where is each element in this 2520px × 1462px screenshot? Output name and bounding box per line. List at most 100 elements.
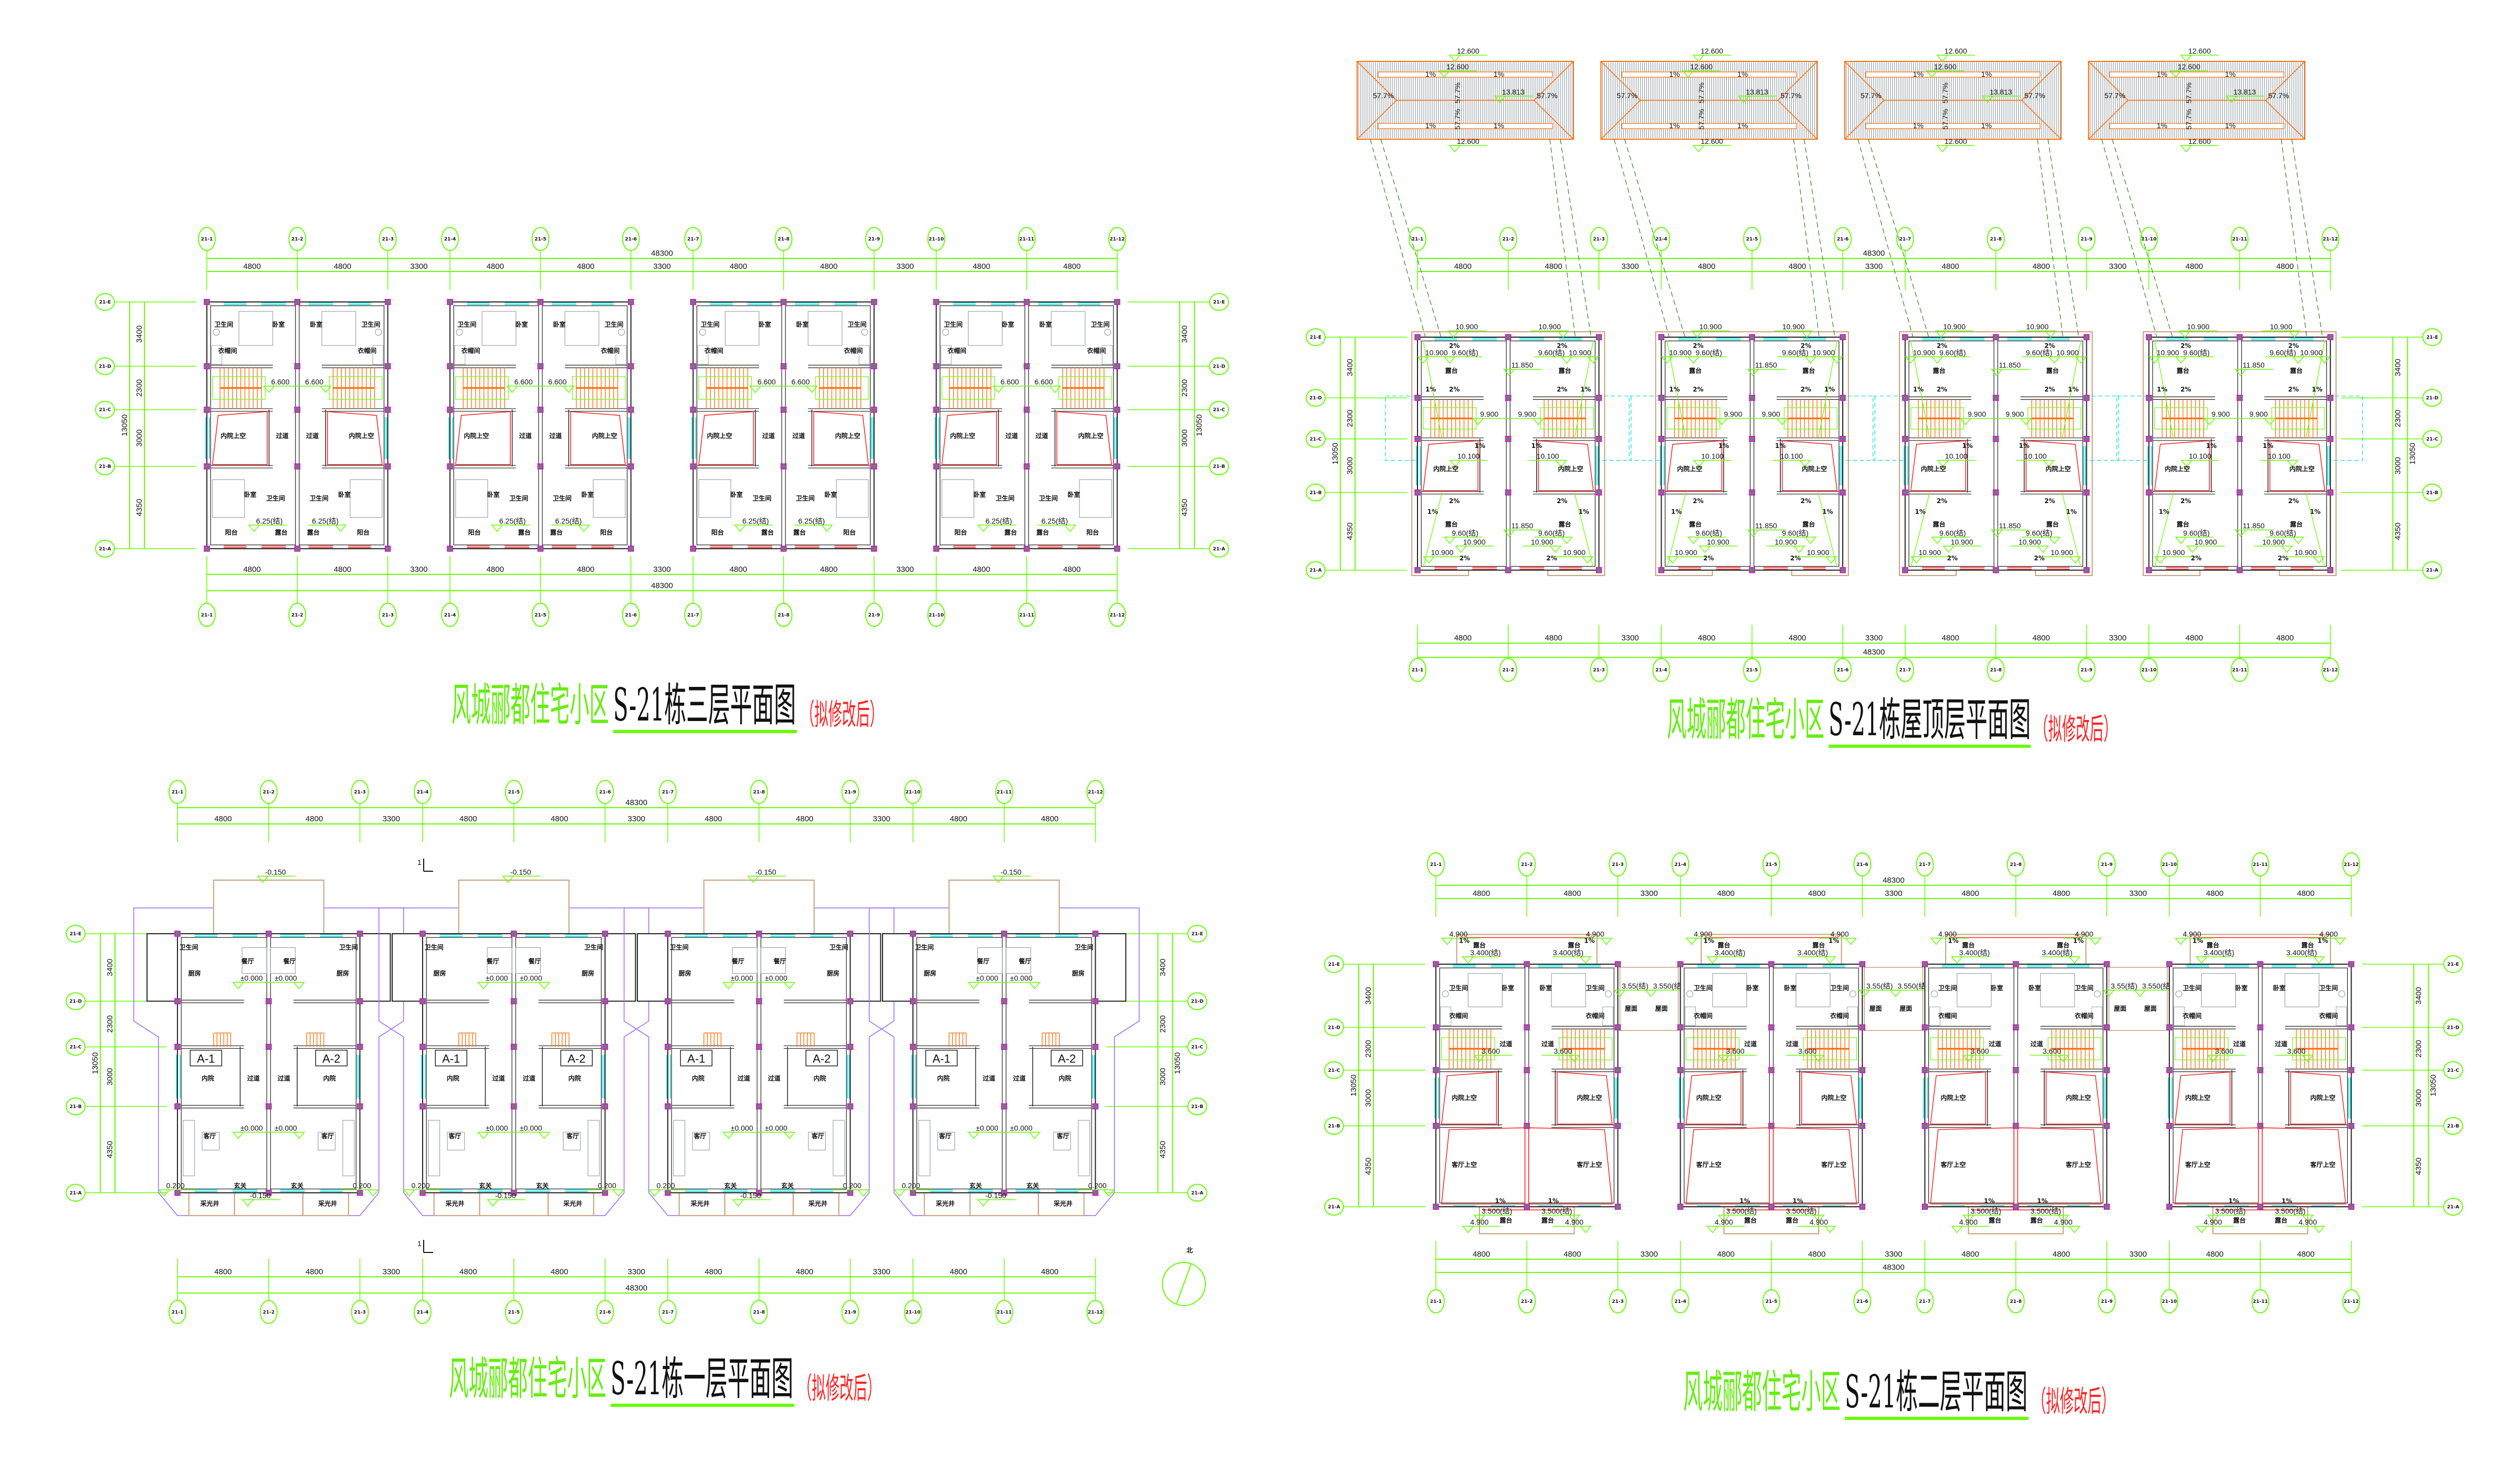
dimension-text: 4800 [2206, 889, 2223, 898]
room-label: 1% [2229, 1197, 2239, 1205]
wardrobe [454, 345, 466, 365]
title-note: （拟修改后） [801, 698, 884, 732]
room-label: 2% [2180, 497, 2191, 505]
room-label: 露台 [1689, 520, 1702, 528]
dimension-text: 3300 [1865, 634, 1883, 643]
gutter-slope-label: 1% [1669, 121, 1679, 130]
grid-axis-bubble [531, 227, 550, 251]
dimension-text: 4800 [2206, 1250, 2223, 1259]
gutter-slope-label: 1% [2157, 121, 2167, 130]
structural-column [2083, 436, 2090, 442]
structural-column [1992, 394, 1999, 401]
dining-table [1005, 947, 1031, 974]
dimension-text: 4800 [820, 565, 837, 574]
room-label: 露台 [2207, 941, 2219, 949]
unit-left: 10.9002%9.60(结)10.900露台2%1%9.9001%10.100… [1904, 322, 1998, 570]
dimension-text: 4350 [1364, 1157, 1373, 1175]
gutter-slope-label: 1% [2157, 70, 2167, 78]
room-label: 2% [1693, 386, 1703, 393]
elevation-triangle-icon [2175, 937, 2187, 945]
dimension-text: 4800 [820, 262, 837, 271]
unit-left: A-1卫生间厨房餐厅±0.000内院过道客厅±0.000玄关采光井0.200 [403, 934, 516, 1207]
structural-column [1768, 1067, 1774, 1073]
grid-axis-label: 21-3 [1612, 1299, 1624, 1304]
grid-axis-label: 21-5 [1746, 237, 1758, 242]
room-label: 内院上空 [1577, 1093, 1602, 1101]
elevation-mark: 9.900 [1480, 410, 1498, 419]
bed [1796, 973, 1831, 1008]
room-label: 玄关 [724, 1182, 737, 1189]
title-underline [611, 1404, 794, 1407]
room-label: 衣帽间 [1586, 1012, 1604, 1020]
bed [698, 479, 731, 518]
elevation-mark: 10.900 [1531, 538, 1553, 546]
dimension-right: 34002300300043501305021-E21-D21-C21-B21-… [2361, 955, 2463, 1216]
dimension-text: 4800 [551, 814, 568, 823]
elevation-mark: 0.200 [902, 1182, 920, 1190]
building-block: 4.9001%露台3.400(结)卫生间卧室衣帽间过道3.600内院上空客厅上空… [2166, 930, 2355, 1235]
elevation-mark: 3.550(结) [1897, 982, 1928, 990]
elevation-triangle-icon [1889, 989, 1902, 997]
grid-axis-bubble [2251, 1289, 2270, 1313]
dimension-text: 4800 [2276, 634, 2294, 643]
structural-column [1092, 931, 1099, 937]
room-label: 1% [1427, 508, 1438, 516]
elevation-triangle-icon [2313, 956, 2325, 964]
wardrobe [1685, 1006, 1696, 1026]
dimension-total-text: 48300 [651, 249, 673, 258]
dimension-text: 3000 [135, 430, 144, 447]
party-wall [1002, 933, 1006, 1193]
room-label: 阳台 [468, 528, 481, 536]
room-label: 衣帽间 [601, 347, 620, 354]
unit-tag: A-1 [197, 1052, 215, 1066]
structural-column [1859, 1024, 1865, 1031]
room-label: 露台 [2046, 520, 2059, 528]
gutter-slope-label: 1% [1425, 70, 1436, 78]
structural-column [1859, 1123, 1865, 1129]
structural-column [419, 1103, 426, 1110]
structural-column [1768, 1123, 1774, 1129]
bed [968, 311, 1003, 346]
room-label: 卫生间 [915, 943, 934, 951]
elevation-mark: 4.900 [2298, 1218, 2317, 1226]
grid-axis-bubble [1086, 780, 1105, 804]
room-label: 客厅上空 [1940, 1161, 1966, 1168]
room-label: 过道 [762, 432, 775, 440]
grid-axis-label: 21-6 [625, 613, 637, 618]
dimension-total-text: 13050 [1195, 414, 1204, 436]
room-label: 客厅上空 [2065, 1161, 2091, 1168]
structural-column [1023, 463, 1030, 469]
roof-hip-line [1777, 100, 1818, 140]
staircase [1042, 1032, 1060, 1047]
room-label: 过道 [2275, 1040, 2287, 1048]
room-label: 卫生间 [670, 943, 689, 951]
grid-axis-label: 21-3 [382, 613, 394, 618]
room-label: 1% [1580, 386, 1591, 393]
room-label: 衣帽间 [2319, 1012, 2338, 1020]
grid-axis-bubble [95, 539, 115, 558]
unit-left: 卫生间卧室衣帽间6.600内院上空过道卧室卫生间阳台6.25(结)露台 [934, 302, 1031, 548]
structural-column [1524, 1204, 1530, 1210]
structural-column [510, 998, 517, 1005]
structural-column [356, 1189, 363, 1196]
room-label: 客厅 [811, 1132, 824, 1140]
structural-column [602, 1103, 608, 1110]
room-label: 露台 [2177, 367, 2189, 374]
drainage-line [1574, 492, 1594, 568]
elevation-triangle-icon [2180, 145, 2192, 153]
staircase [1559, 1028, 1613, 1070]
structural-column [1902, 436, 1908, 442]
unit-tag-box [560, 1049, 593, 1067]
grid-axis-label: 21-9 [844, 790, 856, 795]
room-label: 露台 [1933, 367, 1946, 374]
room-label: 阳台 [711, 528, 724, 536]
grid-axis-bubble [1987, 657, 2005, 682]
room-label: 卫生间 [457, 320, 476, 328]
dimension-text: 4800 [306, 814, 323, 823]
dining-table [760, 947, 786, 974]
open-to-below-outline [1666, 440, 1723, 492]
structural-column [628, 546, 634, 552]
grid-axis-bubble [995, 1300, 1013, 1324]
